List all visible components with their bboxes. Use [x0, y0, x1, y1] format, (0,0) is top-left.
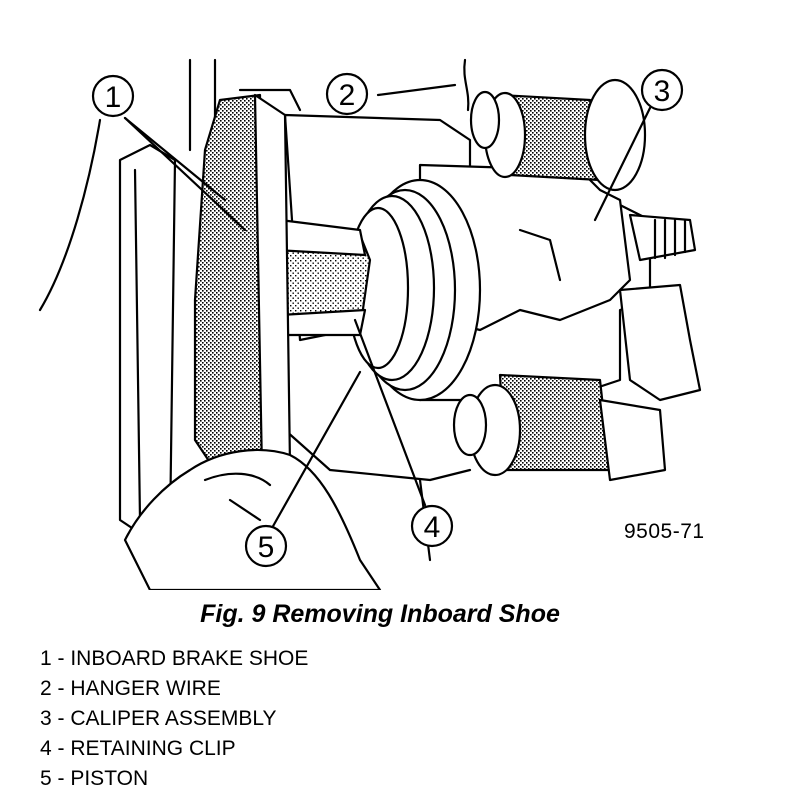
leader-1a [123, 116, 247, 232]
callout-4: 4 [424, 511, 441, 544]
figure-caption: Fig. 9 Removing Inboard Shoe [200, 600, 560, 628]
bracket-edge [283, 428, 472, 482]
caliper-body-detail [518, 228, 562, 282]
parts-legend: 1 - INBOARD BRAKE SHOE 2 - HANGER WIRE 3… [40, 644, 308, 794]
frame-line-3 [238, 88, 302, 112]
wheel-line [38, 118, 102, 312]
lower-boot-right [598, 398, 667, 482]
rotor-edge-outer [118, 143, 177, 532]
callout-3: 3 [654, 75, 671, 108]
upper-boot-right [583, 78, 647, 192]
leader-4 [353, 318, 427, 507]
callout-4-circle [410, 504, 454, 548]
leader-3 [593, 106, 652, 222]
legend-item: 3 - CALIPER ASSEMBLY [40, 707, 277, 730]
retaining-clip-top [273, 218, 367, 257]
retaining-clip-bottom [278, 308, 367, 337]
callout-2-circle [325, 72, 369, 116]
bleeder-fitting [628, 213, 697, 262]
leader-5 [270, 370, 362, 530]
legend-item: 4 - RETAINING CLIP [40, 737, 236, 760]
callout-5-circle [244, 524, 288, 568]
figure-id: 9505-71 [624, 520, 705, 543]
upper-pin-end [469, 90, 501, 150]
legend-item: 5 - PISTON [40, 767, 149, 790]
hanger-wire [463, 58, 470, 112]
inboard-shoe-lining [193, 93, 267, 472]
callout-5: 5 [258, 531, 275, 564]
rotor-edge-line [133, 168, 142, 522]
callout-2: 2 [339, 79, 356, 112]
callout-1-circle [91, 74, 135, 118]
lower-pin-end [452, 393, 488, 457]
legend-item: 1 - INBOARD BRAKE SHOE [40, 647, 309, 670]
brake-caliper-illustration: 1 2 3 4 5 [38, 58, 702, 590]
inboard-shoe-plate [253, 93, 292, 472]
legend-item: 2 - HANGER WIRE [40, 677, 221, 700]
callout-1: 1 [105, 81, 122, 114]
technician-hand [123, 448, 382, 590]
leader-1b [123, 116, 227, 202]
callout-3-circle [640, 68, 684, 112]
mount-block [618, 283, 702, 402]
leader-2 [376, 83, 457, 97]
